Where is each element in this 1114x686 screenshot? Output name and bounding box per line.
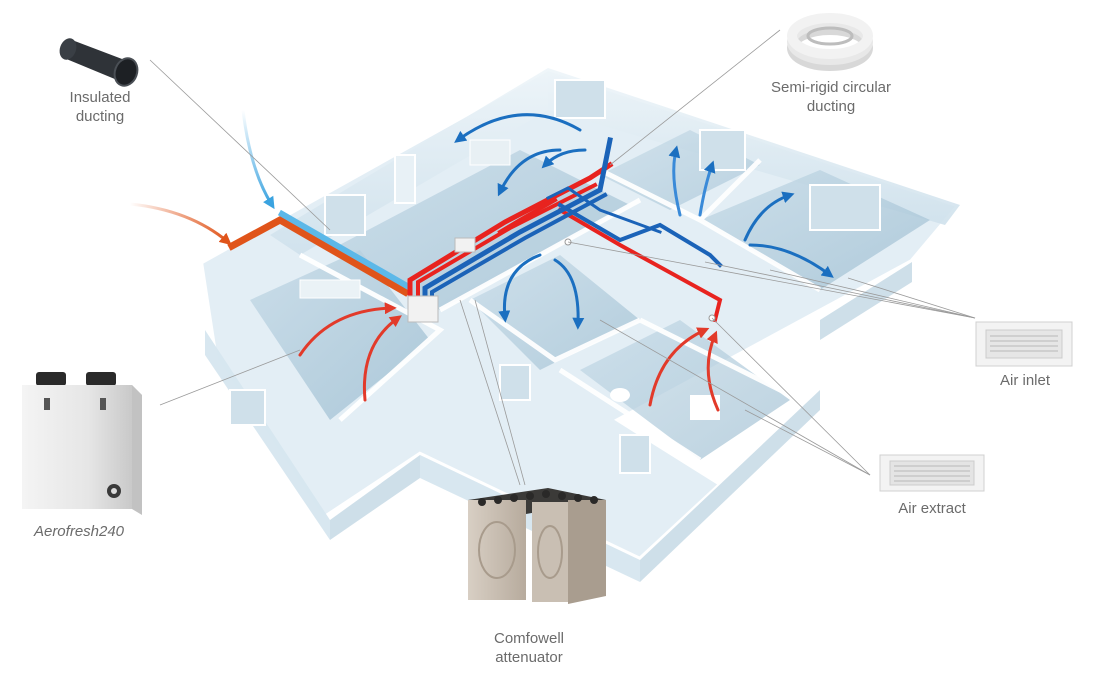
extract-arrow-4 [706,330,720,412]
manifold-box-2 [407,295,439,323]
tv-unit [469,139,511,166]
supply-duct-bathroom [557,207,723,323]
extract-duct-3 [545,186,662,234]
insulated-ducting-icon [59,38,139,87]
exhaust-duct [227,215,410,297]
extract-arrow-2 [362,315,402,402]
supply-duct-main [407,161,614,303]
extract-arrow-3 [648,327,710,407]
ducting [227,137,723,323]
front-wall-bottom [330,455,420,540]
supply-arrow-8 [498,253,542,323]
extract-duct-main [422,137,613,303]
extract-arrow-1 [298,302,397,357]
extract-duct-2 [430,192,608,300]
door [394,154,416,204]
supply-arrow-1 [454,113,582,143]
semi-rigid-ducting-icon [787,13,873,71]
semi-rigid-ducting-label: Semi-rigid circular ducting [770,79,892,115]
supply-arrow-4 [668,145,682,217]
supply-arrow-2 [497,148,562,197]
air-extract-label: Air extract [898,500,966,517]
kitchen-counter [299,279,361,299]
comfowell-attenuator-icon [468,488,606,604]
air-inlet-grille-icon [975,321,1073,367]
supply-arrow-9 [553,258,585,330]
supply-duct-2 [416,182,598,300]
front-wall-left [205,330,330,540]
supply-arrow-3 [541,148,587,169]
exhaust-air-arrow [128,202,232,246]
supply-arrow-7 [748,243,834,278]
floor-bathroom [580,320,790,460]
aerofresh-label: Aerofresh240 [33,523,125,540]
supply-arrow-5 [698,160,716,217]
front-wall-far-right [820,262,912,340]
supply-arrow-6 [743,191,795,242]
front-wall-right [640,390,820,582]
floor-left-room [250,250,430,420]
aerofresh-unit-icon [22,372,142,515]
fresh-air-in-arrow [241,108,275,210]
insulated-ducting-label: Insulated ducting [69,89,131,125]
floor-living [330,150,630,310]
air-inlet-label: Air inlet [999,372,1051,389]
airflow-arrows [128,108,834,412]
air-extract-grille-icon [879,454,985,492]
manifold-box [454,237,476,253]
leader-lines [149,29,976,486]
toilet [610,388,630,402]
partition-walls [298,158,822,463]
comfowell-label: Comfowell attenuator [493,630,565,666]
supply-duct-3 [497,197,558,235]
windows [229,79,881,474]
extract-duct-right [557,202,723,268]
fresh-air-duct [277,209,412,291]
